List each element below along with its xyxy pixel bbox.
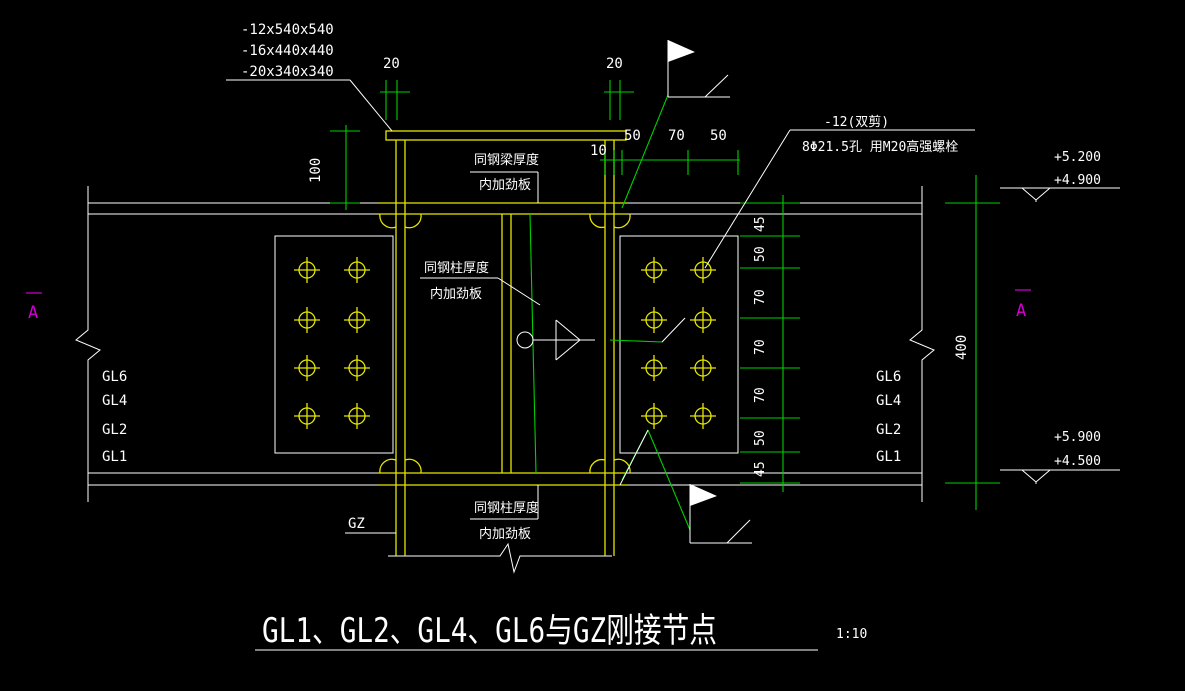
beam-label-left-4: GL1: [102, 449, 127, 465]
elevation-top-b: +4.900: [1054, 173, 1101, 188]
bolt-hole: [294, 307, 320, 333]
dim-v45b: 45: [753, 461, 768, 477]
bolt-hole: [344, 307, 370, 333]
bolt-hole: [344, 403, 370, 429]
beam-label-right-3: GL2: [876, 422, 901, 438]
dim-70: 70: [668, 128, 685, 144]
elevation-bot-a: +5.900: [1054, 430, 1101, 445]
bottom-stiffener-note-1: 同钢柱厚度: [474, 500, 539, 516]
beam-label-left-2: GL4: [102, 393, 127, 409]
beam-stiffener-note-1: 同钢梁厚度: [474, 152, 539, 168]
drawing-scale: 1:10: [836, 627, 867, 642]
beam-label-left-3: GL2: [102, 422, 127, 438]
bolt-hole: [690, 257, 716, 283]
leaders: [26, 40, 1120, 651]
elevation-top-a: +5.200: [1054, 150, 1101, 165]
dim-v70a: 70: [753, 289, 768, 305]
dim-v50b: 50: [753, 430, 768, 446]
dim-10: 10: [590, 143, 607, 159]
plate-size-1: -12x540x540: [241, 22, 334, 38]
beam-label-right-4: GL1: [876, 449, 901, 465]
splice-note-1: -12(双剪): [824, 114, 889, 130]
dim-20-left: 20: [383, 56, 400, 72]
dim-20-right: 20: [606, 56, 623, 72]
green-lines: [330, 80, 1000, 531]
beam-label-left-1: GL6: [102, 369, 127, 385]
dim-400: 400: [954, 335, 970, 360]
bolt-hole: [690, 307, 716, 333]
dim-v45a: 45: [753, 216, 768, 232]
plate-size-3: -20x340x340: [241, 64, 334, 80]
bolt-hole: [294, 257, 320, 283]
bolt-hole: [690, 403, 716, 429]
dim-v50a: 50: [753, 246, 768, 262]
section-mark-right: A: [1016, 301, 1026, 321]
splice-note-2: 8Φ21.5孔 用M20高强螺栓: [802, 139, 958, 155]
bolt-hole: [294, 403, 320, 429]
bolt-hole: [641, 257, 667, 283]
dim-v70b: 70: [753, 339, 768, 355]
dim-50b: 50: [710, 128, 727, 144]
column-stiffener-note-2: 内加劲板: [430, 286, 482, 302]
dim-v70c: 70: [753, 387, 768, 403]
column-stiffener-note-1: 同钢柱厚度: [424, 260, 489, 276]
bolt-hole: [294, 355, 320, 381]
bottom-stiffener-note-2: 内加劲板: [479, 526, 531, 542]
dim-50a: 50: [624, 128, 641, 144]
bolt-hole: [344, 355, 370, 381]
column-label: GZ: [348, 516, 365, 532]
bolt-hole: [690, 355, 716, 381]
drawing-title: GL1、GL2、GL4、GL6与GZ刚接节点: [262, 611, 717, 651]
section-mark-left: A: [28, 303, 38, 323]
bolt-hole: [641, 307, 667, 333]
elevation-bot-b: +4.500: [1054, 454, 1101, 469]
beam-label-right-2: GL4: [876, 393, 901, 409]
dim-100: 100: [308, 158, 324, 183]
plate-size-2: -16x440x440: [241, 43, 334, 59]
column-gz: [378, 130, 631, 556]
bolt-group: [294, 257, 716, 429]
bolt-hole: [641, 403, 667, 429]
bolt-hole: [641, 355, 667, 381]
beam-label-right-1: GL6: [876, 369, 901, 385]
beam-stiffener-note-2: 内加劲板: [479, 177, 531, 193]
bolt-hole: [344, 257, 370, 283]
beam-outline: [75, 186, 935, 574]
splice-plates: [274, 235, 739, 454]
